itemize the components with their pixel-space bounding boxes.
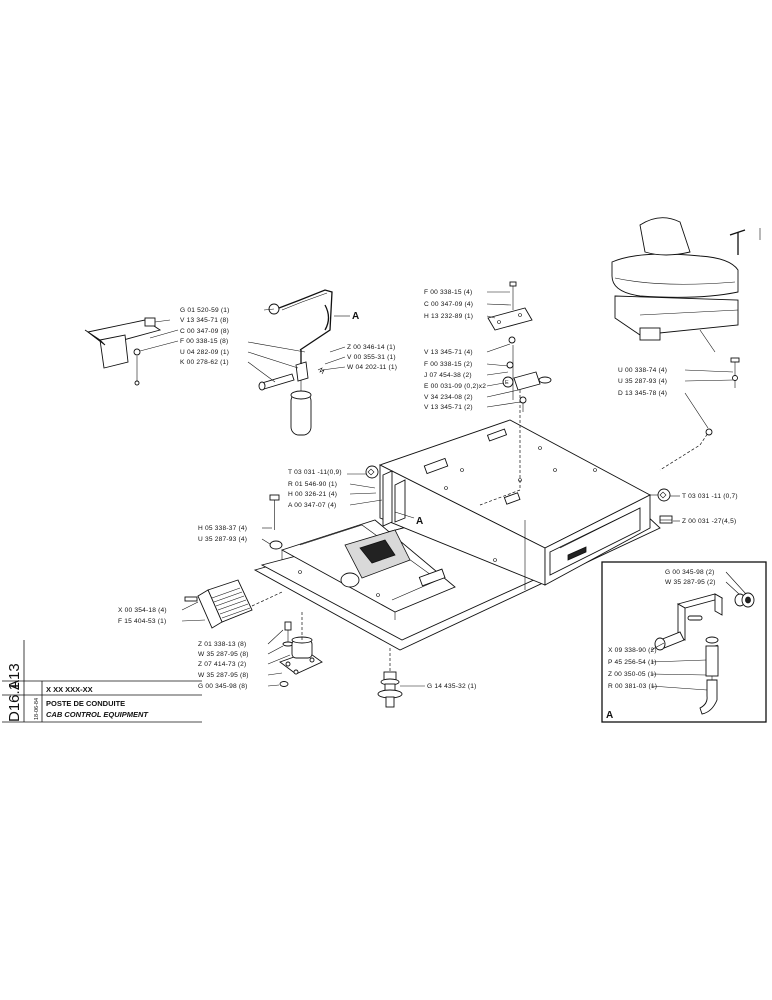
label-plate-top-0: F 00 338-15 (4)	[424, 289, 472, 296]
fan-grille	[211, 587, 251, 619]
title-block: A13 D16.1 18-06-84 X XX XXX-XX POSTE DE …	[2, 640, 202, 723]
label-seat-1: U 35 287-93 (4)	[618, 378, 667, 385]
sheet-date: 18-06-84	[34, 698, 40, 720]
label-right-0: T 03 031 -11 (0,7)	[682, 493, 738, 500]
grommet-part	[377, 648, 403, 708]
label-plate-mid-5: V 13 345-71 (2)	[424, 404, 473, 411]
cab-floor-assembly	[253, 390, 711, 651]
label-center-1: R 01 546-90 (1)	[288, 481, 337, 488]
label-plate-mid-3: E 00 031-09 (0,2)x2	[424, 383, 486, 390]
vibration-mount	[279, 610, 323, 687]
label-seat-0: U 00 338-74 (4)	[618, 367, 667, 374]
seat-bolts	[705, 357, 740, 436]
label-fan-1: F 15 404-53 (1)	[118, 618, 166, 625]
label-bottom: G 14 435-32 (1)	[427, 683, 477, 690]
detail-a-box: A	[601, 561, 767, 723]
leader-lines	[139, 291, 747, 691]
detail-labels: G 00 345-98 (2) W 35 287-95 (2) X 09 338…	[608, 569, 716, 690]
callout-letter-a-floor: A	[416, 516, 423, 527]
label-center-0: T 03 031 -11(0,9)	[288, 469, 342, 476]
label-center-3: A 00 347-07 (4)	[288, 502, 336, 509]
seat-labels: U 00 338-74 (4) U 35 287-93 (4) D 13 345…	[618, 367, 667, 397]
callout-a-floor-leader	[394, 511, 415, 519]
label-pipe-1: V 13 345-71 (8)	[180, 317, 229, 324]
pipe-labels: G 01 520-59 (1) V 13 345-71 (8) C 00 347…	[180, 307, 230, 366]
title-french: POSTE DE CONDUITE	[46, 699, 125, 708]
label-pipe-right-2: W 04 202-11 (1)	[347, 364, 397, 371]
label-plate-mid-1: F 00 338-15 (2)	[424, 361, 472, 368]
label-left-1: U 35 287-93 (4)	[198, 536, 247, 543]
hydraulic-pipe-assembly	[84, 289, 333, 436]
seat-illustration	[611, 217, 761, 353]
detail-a-letter: A	[606, 710, 613, 721]
label-plate-mid-4: V 34 234-08 (2)	[424, 394, 473, 401]
callout-letter-a-pipe: A	[352, 311, 359, 322]
label-mount-1: W 35 287-95 (8)	[198, 651, 249, 658]
label-pipe-2: C 00 347-09 (8)	[180, 328, 229, 335]
side-code-a13: A13	[6, 663, 23, 690]
label-left-0: H 05 338-37 (4)	[198, 525, 247, 532]
label-right-1: Z 00 031 -27(4,5)	[682, 518, 736, 525]
label-seat-2: D 13 345-78 (4)	[618, 390, 667, 397]
label-fan-0: X 00 354-18 (4)	[118, 607, 167, 614]
center-labels: T 03 031 -11(0,9) R 01 546-90 (1) H 00 3…	[288, 469, 342, 509]
plate-mid-labels: V 13 345-71 (4) F 00 338-15 (2) J 07 454…	[424, 349, 486, 411]
title-code: X XX XXX-XX	[46, 685, 93, 694]
label-plate-mid-0: V 13 345-71 (4)	[424, 349, 473, 356]
label-pipe-3: F 00 338-15 (8)	[180, 338, 228, 345]
label-detail-top-1: W 35 287-95 (2)	[665, 579, 716, 586]
top-cover-plate: E	[487, 281, 552, 412]
left-fasteners	[184, 494, 283, 629]
label-detail-bottom-0: X 09 338-90 (2)	[608, 647, 657, 654]
label-detail-bottom-1: P 45 256-54 (1)	[608, 659, 657, 666]
label-pipe-right-1: V 00 355-31 (1)	[347, 354, 396, 361]
label-center-2: H 00 326-21 (4)	[288, 491, 337, 498]
label-detail-top-0: G 00 345-98 (2)	[665, 569, 715, 576]
plate-ring-mark: E	[505, 380, 509, 386]
fan-labels: X 00 354-18 (4) F 15 404-53 (1)	[118, 607, 167, 625]
pipe-right-labels: Z 00 346-14 (1) V 00 355-31 (1) W 04 202…	[347, 344, 397, 371]
side-code-d16: D16.1	[6, 682, 23, 722]
callout-symbols	[347, 465, 673, 524]
label-plate-top-1: C 00 347-09 (4)	[424, 301, 473, 308]
label-plate-top-2: H 13 232-89 (1)	[424, 313, 473, 320]
title-english: CAB CONTROL EQUIPMENT	[46, 710, 149, 719]
label-mount-4: G 00 345-98 (8)	[198, 683, 248, 690]
label-pipe-4: U 04 282-09 (1)	[180, 349, 229, 356]
plate-top-labels: F 00 338-15 (4) C 00 347-09 (4) H 13 232…	[424, 289, 473, 320]
label-plate-mid-2: J 07 454-38 (2)	[424, 372, 472, 379]
label-mount-0: Z 01 338-13 (8)	[198, 641, 246, 648]
right-labels: T 03 031 -11 (0,7) Z 00 031 -27(4,5)	[682, 493, 738, 525]
label-pipe-0: G 01 520-59 (1)	[180, 307, 230, 314]
label-mount-2: Z 07 414-73 (2)	[198, 661, 246, 668]
label-mount-3: W 35 287-95 (8)	[198, 672, 249, 679]
mount-labels: Z 01 338-13 (8) W 35 287-95 (8) Z 07 414…	[198, 641, 249, 690]
label-detail-bottom-2: Z 00 350-05 (1)	[608, 671, 656, 678]
label-detail-bottom-3: R 00 381-03 (1)	[608, 683, 657, 690]
label-pipe-right-0: Z 00 346-14 (1)	[347, 344, 395, 351]
label-pipe-5: K 00 278-62 (1)	[180, 359, 229, 366]
left-labels: H 05 338-37 (4) U 35 287-93 (4)	[198, 525, 247, 543]
